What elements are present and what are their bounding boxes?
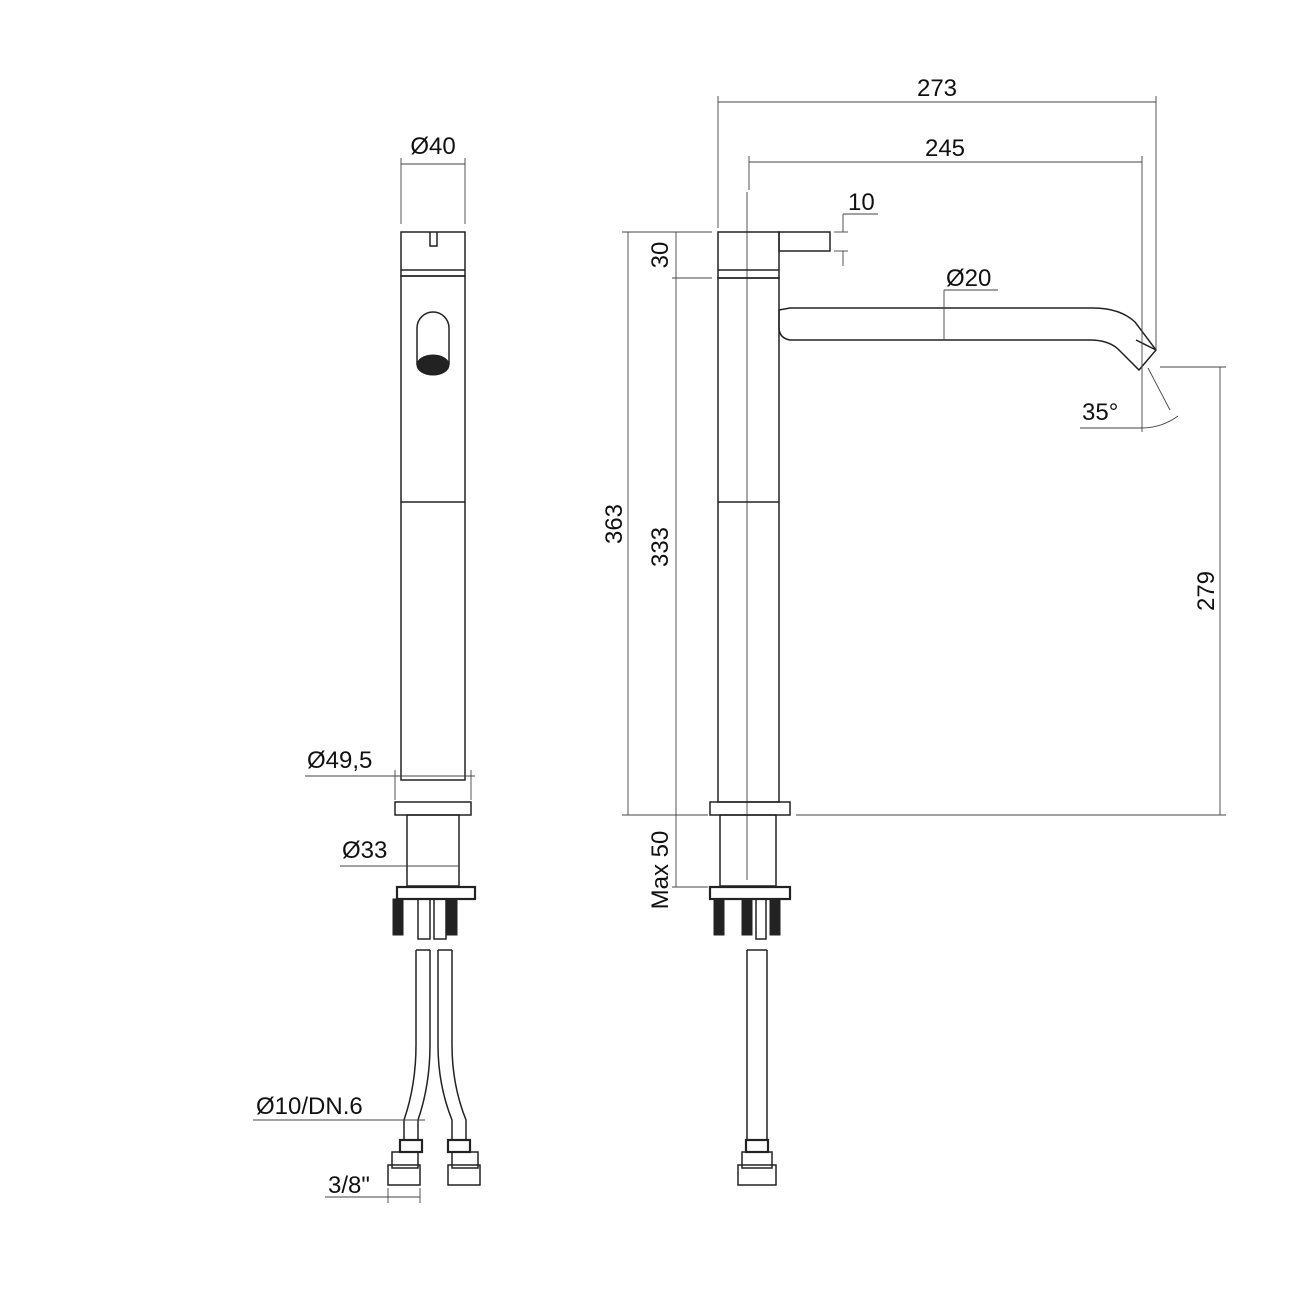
dim-total-height-label: 363 <box>601 504 628 544</box>
dim-outlet-reach-label: 245 <box>925 135 965 162</box>
side-body <box>717 277 780 803</box>
dim-spout-diameter: Ø40 <box>400 133 466 224</box>
dim-hose-diameter-label: Ø10/DN.6 <box>256 1093 363 1120</box>
dim-body-height-label: 333 <box>647 527 674 567</box>
aerator-icon <box>416 354 450 376</box>
front-body <box>400 275 466 781</box>
dim-connector-size-label: 3/8" <box>328 1172 370 1199</box>
dim-spout-tube-diameter: Ø20 <box>943 265 998 340</box>
side-hose <box>746 949 768 1140</box>
dim-hose-diameter: Ø10/DN.6 <box>253 1093 425 1121</box>
side-nut <box>708 885 792 901</box>
side-view: 273 245 10 30 Ø20 <box>601 75 1226 1186</box>
dim-total-reach-label: 273 <box>917 75 957 102</box>
front-stud-right <box>446 898 458 936</box>
dim-max-deck-thickness: Max 50 <box>647 815 708 909</box>
front-connectors <box>387 1138 481 1186</box>
dim-total-reach: 273 <box>717 75 1157 350</box>
side-shank <box>719 814 777 887</box>
dim-outlet-height-label: 279 <box>1193 571 1220 611</box>
side-cap <box>717 231 780 279</box>
aerator-slot <box>416 311 450 365</box>
dim-base-diameter-label: Ø49,5 <box>307 747 372 774</box>
side-base-ring <box>709 801 791 816</box>
dim-connector-size: 3/8" <box>325 1172 421 1203</box>
dim-outlet-reach: 245 <box>748 135 1143 360</box>
front-hoses <box>403 949 467 1140</box>
front-nut <box>395 885 477 901</box>
dim-cap-height: 30 <box>647 231 712 279</box>
dim-shank-diameter: Ø33 <box>340 837 459 867</box>
dim-outlet-angle: 35° <box>1080 360 1179 432</box>
dim-spout-tube-diameter-label: Ø20 <box>946 265 991 292</box>
front-cap-slot <box>429 232 438 247</box>
front-view: Ø40 Ø49,5 Ø33 Ø10/DN.6 3/8" <box>253 133 481 1203</box>
dim-body-height: 333 <box>647 278 677 815</box>
dim-outlet-angle-label: 35° <box>1082 399 1118 426</box>
side-lever <box>778 231 831 252</box>
dim-total-height: 363 <box>601 231 712 816</box>
dim-outlet-height: 279 <box>796 366 1226 816</box>
front-base-ring <box>394 801 472 816</box>
front-stud-left <box>392 898 404 936</box>
dim-max-deck-thickness-label: Max 50 <box>647 831 674 910</box>
dim-cap-height-label: 30 <box>647 242 674 269</box>
dim-shank-diameter-label: Ø33 <box>342 837 387 864</box>
dim-lever-thickness-label: 10 <box>848 189 875 216</box>
dim-base-diameter: Ø49,5 <box>305 747 475 800</box>
side-spout <box>778 307 1157 372</box>
front-shank <box>406 814 460 887</box>
dim-lever-thickness: 10 <box>834 189 878 266</box>
dim-spout-diameter-label: Ø40 <box>410 133 455 160</box>
